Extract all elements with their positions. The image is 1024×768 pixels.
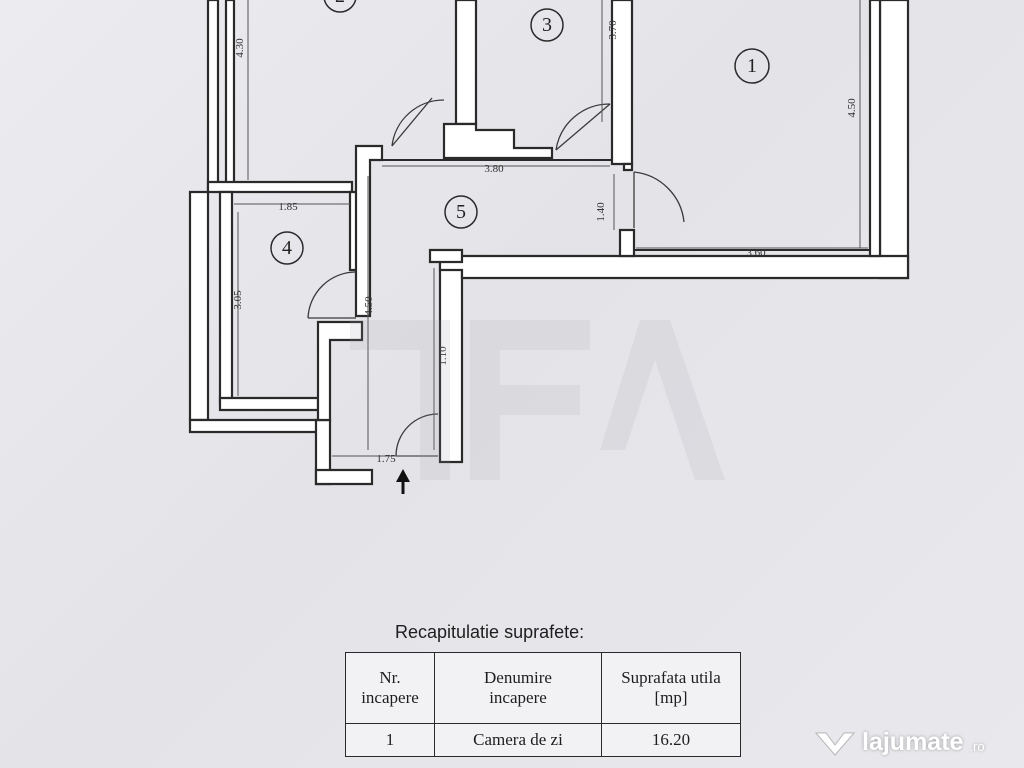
dim-label: 3.60 (746, 247, 766, 259)
brand-name: lajumate (862, 727, 964, 756)
dim-label: 4.50 (363, 296, 375, 316)
dim-label: 1.75 (376, 453, 396, 465)
header-nr: Nr. incapere (345, 652, 435, 724)
door-room1 (633, 171, 685, 228)
door-entrance (395, 413, 439, 457)
exterior-wall-bottom-entry (314, 468, 374, 486)
exterior-wall-bottom-room4 (188, 418, 320, 434)
wall-room4-bottom (218, 396, 320, 412)
cell-name: Camera de zi (434, 723, 602, 757)
brand-logo-icon (814, 727, 856, 757)
wall-room3-bottom (442, 122, 554, 160)
room-label-1: 1 (734, 48, 770, 84)
svg-text:1: 1 (747, 55, 757, 77)
dim-label: 3.05 (232, 290, 244, 310)
room-label-5: 5 (444, 195, 478, 229)
wall-room2-3-divider (454, 0, 478, 126)
wall-room4-inner-left (218, 190, 234, 406)
svg-text:5: 5 (456, 201, 466, 223)
wall-room2-left-inner (224, 0, 236, 188)
dim-label: 1.10 (437, 346, 449, 366)
exterior-wall-right (878, 0, 910, 280)
table-row: 1 Camera de zi 16.20 (345, 723, 741, 757)
recap-header-row: Nr. incapere Denumire incapere Suprafata… (345, 652, 741, 724)
exterior-wall-bottom-room1 (438, 254, 910, 280)
header-area: Suprafata utila [mp] (601, 652, 741, 724)
svg-text:3: 3 (542, 14, 552, 36)
cell-area: 16.20 (601, 723, 741, 757)
header-name: Denumire incapere (434, 652, 602, 724)
svg-text:4: 4 (282, 237, 292, 259)
brand-watermark: lajumate .ro (814, 724, 985, 760)
recap-title: Recapitulatie suprafete: (395, 622, 585, 642)
wall-room1-inner-right (868, 0, 882, 258)
dim-label: 1.40 (595, 202, 607, 222)
exterior-wall-left-lower (188, 190, 210, 422)
dim-label: 3.70 (607, 20, 619, 40)
room-label-3: 3 (530, 8, 564, 42)
dim-label: 1.85 (278, 201, 298, 213)
wall-room1-left (622, 162, 634, 172)
recap-table: Nr. incapere Denumire incapere Suprafata… (345, 652, 741, 757)
brand-tld: .ro (969, 738, 985, 754)
dim-label: 3.80 (484, 163, 504, 175)
dim-label: 4.30 (234, 38, 246, 58)
entrance-arrow-icon (396, 469, 410, 494)
dim-label: 4.50 (846, 98, 858, 118)
room-label-4: 4 (270, 231, 304, 265)
wall-room1-left-lower (618, 228, 636, 258)
door-room3 (555, 103, 611, 151)
wall-hall-left (354, 144, 384, 318)
wall-hall-right (428, 248, 464, 264)
room-label-2: 2 (323, 0, 357, 13)
door-room2 (391, 97, 445, 147)
svg-text:2: 2 (335, 0, 345, 7)
exterior-wall-left (206, 0, 220, 192)
wall-bath-stub (316, 320, 364, 422)
cell-nr: 1 (345, 723, 435, 757)
door-room4 (307, 271, 357, 319)
wall-room2-bottom (206, 180, 354, 194)
